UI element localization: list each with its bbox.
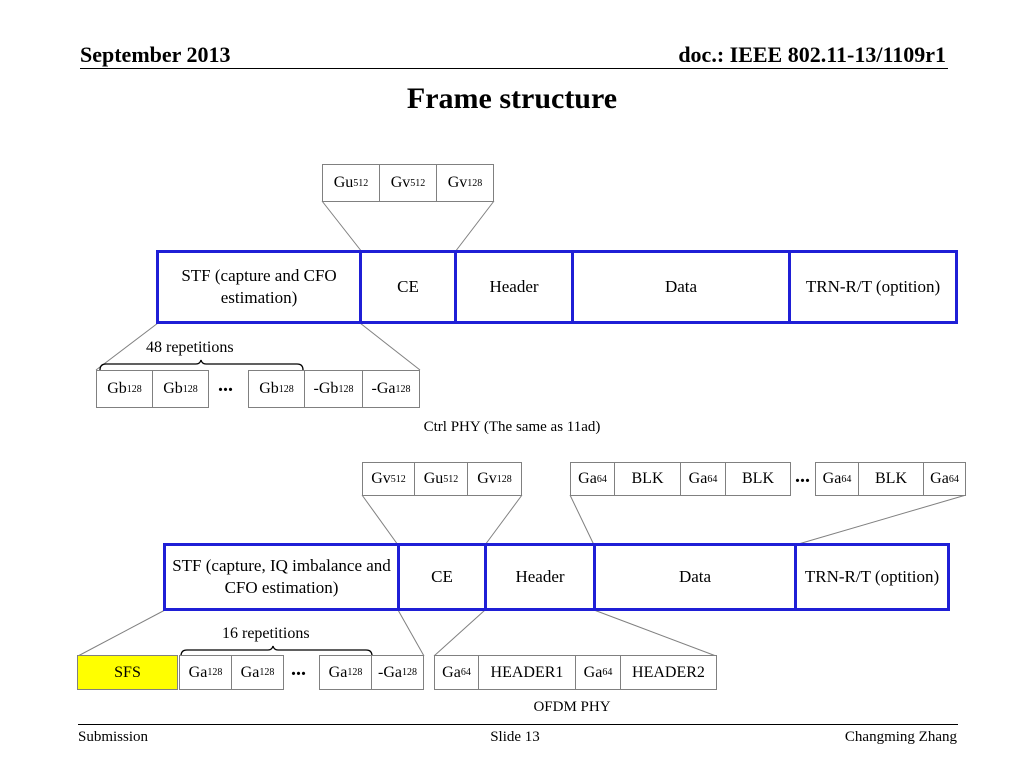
- ofdm-trn-ellipsis: ...: [795, 465, 810, 487]
- footer-author: Changming Zhang: [844, 729, 957, 745]
- ofdm-trn-seq-6: BLK: [858, 462, 924, 496]
- ofdm-frame-stf: STF (capture, IQ imbalance and CFO estim…: [163, 543, 400, 611]
- header-doc-id: doc.: IEEE 802.11-13/1109r1: [678, 42, 946, 67]
- header-rule: [80, 68, 948, 69]
- ctrl-frame-header: Header: [454, 250, 574, 324]
- ctrl-frame-trn: TRN-R/T (optition): [788, 250, 958, 324]
- ofdm-hdr-seq-2: HEADER1: [478, 655, 576, 690]
- page-title: Frame structure: [406, 82, 618, 115]
- ctrl-frame-ce: CE: [359, 250, 457, 324]
- footer-slide-number: Slide 13: [490, 729, 540, 745]
- ctrl-ellipsis: ...: [218, 374, 233, 396]
- ctrl-repetitions-label: 48 repetitions: [146, 339, 234, 356]
- ofdm-frame-header: Header: [484, 543, 596, 611]
- ofdm-trn-seq-4: BLK: [725, 462, 791, 496]
- ctrl-frame-data: Data: [571, 250, 791, 324]
- footer-submission: Submission: [78, 729, 149, 745]
- ofdm-frame-data: Data: [593, 543, 797, 611]
- ofdm-sfs-cell: SFS: [77, 655, 178, 690]
- footer-rule: [78, 724, 958, 725]
- ofdm-trn-seq-2: BLK: [614, 462, 681, 496]
- header-date: September 2013: [80, 42, 231, 67]
- ofdm-repetitions-label: 16 repetitions: [222, 625, 310, 642]
- ofdm-stf-ellipsis: ...: [291, 658, 306, 680]
- ofdm-frame-ce: CE: [397, 543, 487, 611]
- ctrl-phy-caption: Ctrl PHY (The same as 11ad): [423, 419, 601, 435]
- ofdm-hdr-seq-4: HEADER2: [620, 655, 717, 690]
- ctrl-frame-stf: STF (capture and CFO estimation): [156, 250, 362, 324]
- brace-48: [99, 359, 304, 371]
- ofdm-frame-trn: TRN-R/T (optition): [794, 543, 950, 611]
- ofdm-phy-caption: OFDM PHY: [533, 699, 611, 715]
